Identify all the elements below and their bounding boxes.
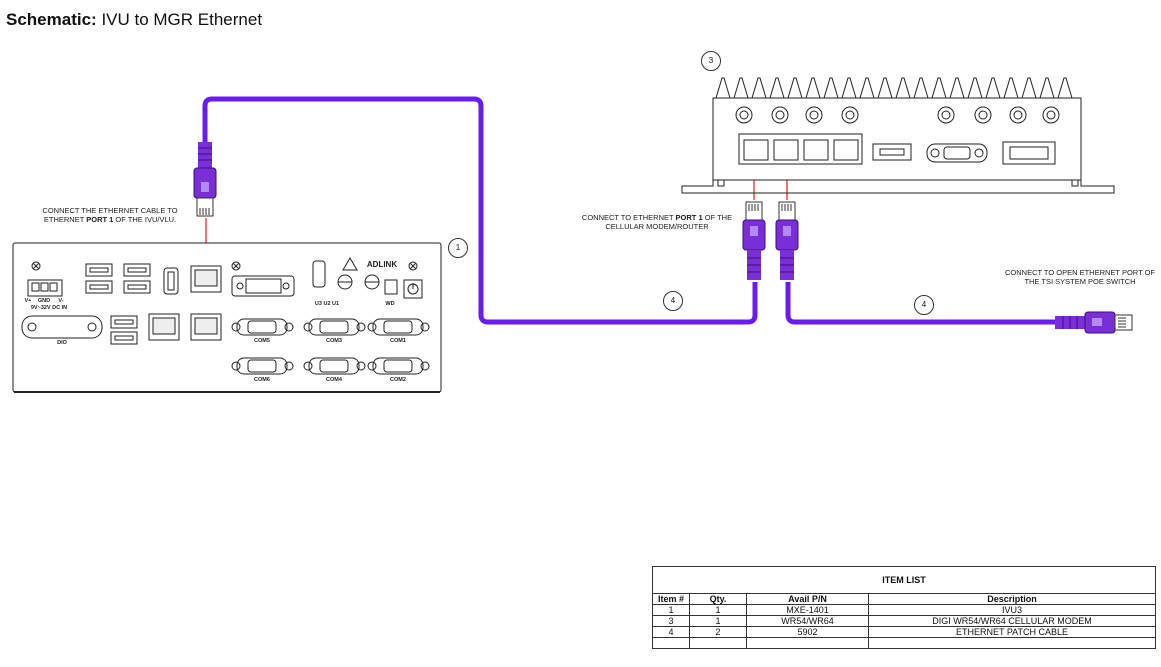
header-item: Item # [652,593,690,605]
item-list-title: ITEM LIST [652,566,1156,593]
title-label: Schematic: [6,10,97,29]
ivu-brand: ADLINK [366,260,398,269]
ivu-label-com3: COM3 [326,338,342,344]
ivu-label-leds: U3 U2 U1 [314,301,340,307]
rj45-connector-modem-1 [742,201,766,280]
ivu-label-dcin: 9V~32V DC IN [30,305,68,311]
table-cell: 2 [689,626,747,638]
note-modem-line2: CELLULAR MODEM/ROUTER [605,221,709,231]
note-ivu-line2: ETHERNET PORT 1 OF THE IVU/VLU. [43,214,177,224]
ivu-label-com2: COM2 [390,377,406,383]
table-row: 4 2 5902 ETHERNET PATCH CABLE [652,626,1156,638]
table-cell [868,637,1156,649]
table-cell: ETHERNET PATCH CABLE [868,626,1156,638]
table-row [652,637,1156,649]
table-cell: 3 [652,615,690,627]
ivu-label-wd: WD [385,301,395,307]
ivu-label-com4: COM4 [326,377,342,383]
heatsink-fins [715,77,1073,99]
note-ivu-line1: CONNECT THE ETHERNET CABLE TO [42,206,178,215]
ivu-device [12,242,442,393]
ethernet-cable-1 [202,96,758,325]
ivu-label-vplus: V+ [24,298,32,304]
table-row: 3 1 WR54/WR64 DIGI WR54/WR64 CELLULAR MO… [652,615,1156,627]
note-switch: CONNECT TO OPEN ETHERNET PORT OF THE TSI… [1000,268,1160,286]
table-cell: IVU3 [868,604,1156,616]
header-description: Description [868,593,1156,605]
ivu-label-com5: COM5 [254,338,270,344]
table-row: 1 1 MXE-1401 IVU3 [652,604,1156,616]
table-cell: 1 [689,604,747,616]
rj45-connector-switch [1055,311,1133,334]
table-cell: DIGI WR54/WR64 CELLULAR MODEM [868,615,1156,627]
ethernet-cable-2 [785,282,1058,325]
table-cell: WR54/WR64 [746,615,869,627]
table-cell [746,637,869,649]
ivu-label-dio: DIO [57,340,67,346]
ivu-label-com6: COM6 [254,377,270,383]
note-modem-line1: CONNECT TO ETHERNET PORT 1 OF THE [581,213,733,222]
rj45-connector-modem-2 [775,201,799,280]
header-pn: Avail P/N [746,593,869,605]
note-modem: CONNECT TO ETHERNET PORT 1 OF THE CELLUL… [578,213,736,231]
item-list-table: ITEM LIST Item # Qty. Avail P/N Descript… [652,566,1156,649]
rj45-connector-ivu [193,142,217,217]
table-cell: 1 [689,615,747,627]
note-switch-line2: THE TSI SYSTEM POE SWITCH [1024,276,1136,286]
note-switch-line1: CONNECT TO OPEN ETHERNET PORT OF [1004,268,1156,277]
table-cell: 4 [652,626,690,638]
callout-cable-right: 4 [914,295,934,315]
callout-ivu: 1 [448,238,468,258]
note-ivu: CONNECT THE ETHERNET CABLE TO ETHERNET P… [20,206,200,224]
header-qty: Qty. [689,593,747,605]
title-text: IVU to MGR Ethernet [101,10,263,29]
callout-modem: 3 [701,51,721,71]
com-port-row-2 [231,357,430,375]
callout-cable-left: 4 [663,291,683,311]
table-cell: 5902 [746,626,869,638]
item-list-header-row: Item # Qty. Avail P/N Description [652,593,1156,605]
modem-device [681,77,1115,194]
com-port-row-1 [231,318,430,336]
table-cell: 1 [652,604,690,616]
table-cell: MXE-1401 [746,604,869,616]
ivu-label-gnd: GND [37,298,51,304]
ivu-label-vminus: V- [58,298,64,304]
ivu-label-com1: COM1 [390,338,406,344]
page-title: Schematic: IVU to MGR Ethernet [6,10,262,30]
table-cell [652,637,690,649]
table-cell [689,637,747,649]
